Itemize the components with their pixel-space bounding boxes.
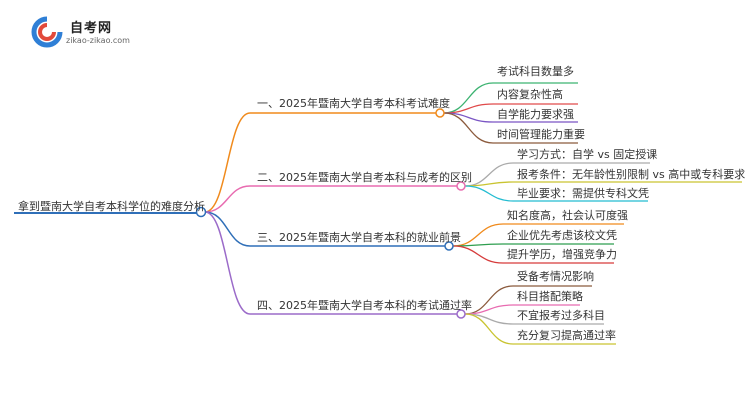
branch-1-node <box>435 108 445 118</box>
leaf-1-3-label: 自学能力要求强 <box>497 108 574 121</box>
leaf-2-3-connector <box>464 185 514 202</box>
leaf-3-3-label: 提升学历，增强竞争力 <box>507 248 617 261</box>
branch-3-label: 三、2025年暨南大学自考本科的就业前景 <box>257 231 461 244</box>
leaf-4-4-label: 充分复习提高通过率 <box>517 329 616 342</box>
leaf-4-3-label: 不宜报考过多科目 <box>517 309 605 322</box>
logo-icon <box>31 16 63 48</box>
leaf-4-1-label: 受备考情况影响 <box>517 270 594 283</box>
branch-4-label: 四、2025年暨南大学自考本科的考试通过率 <box>257 299 472 312</box>
branch-3-node <box>444 241 454 251</box>
leaf-1-4-connector <box>443 112 494 144</box>
leaf-3-1-label: 知名度高，社会认可度强 <box>507 209 628 222</box>
leaf-1-4-label: 时间管理能力重要 <box>497 128 585 141</box>
branch-2-connector <box>204 185 251 213</box>
branch-1-label: 一、2025年暨南大学自考本科考试难度 <box>257 97 450 110</box>
leaf-1-1-label: 考试科目数量多 <box>497 65 574 78</box>
root-node-label: 拿到暨南大学自考本科学位的难度分析 <box>18 200 205 213</box>
branch-2-node <box>456 181 466 191</box>
site-logo: 自考网 zikao-zikao.com <box>30 14 170 54</box>
branch-4-connector <box>204 211 251 315</box>
branch-4-node <box>456 309 466 319</box>
leaf-3-3-connector <box>452 245 504 264</box>
leaf-1-2-label: 内容复杂性高 <box>497 88 563 101</box>
branch-3-connector <box>204 211 251 247</box>
logo-title: 自考网 <box>70 21 113 36</box>
leaf-3-2-label: 企业优先考虑该校文凭 <box>507 229 617 242</box>
leaf-2-2-label: 报考条件：无年龄性别限制 vs 高中或专科要求 <box>517 168 746 181</box>
branch-2-label: 二、2025年暨南大学自考本科与成考的区别 <box>257 171 472 184</box>
logo-subtitle: zikao-zikao.com <box>66 36 130 45</box>
root-node <box>195 206 207 218</box>
leaf-2-2-connector <box>464 181 514 187</box>
leaf-2-1-label: 学习方式：自学 vs 固定授课 <box>517 148 658 161</box>
leaf-2-3-label: 毕业要求：需提供专科文凭 <box>517 187 649 200</box>
leaf-4-2-label: 科目搭配策略 <box>517 290 583 303</box>
branch-1-connector <box>204 112 251 213</box>
leaf-4-4-connector <box>464 313 514 345</box>
